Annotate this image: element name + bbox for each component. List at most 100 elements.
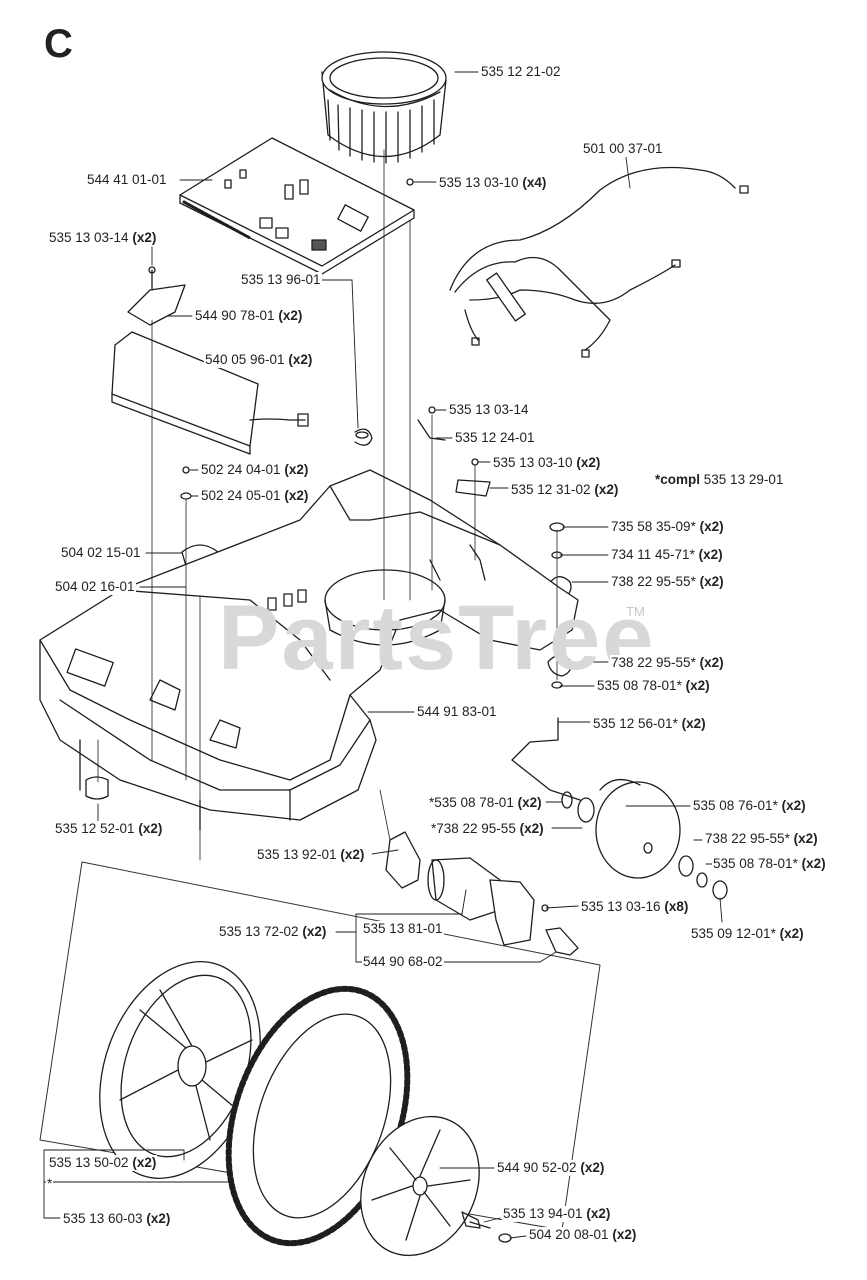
callout-part: 535 12 52-01 <box>55 821 135 836</box>
callout-part: 540 05 96-01 <box>205 352 285 367</box>
callout[interactable]: 535 13 03-10 (x4) <box>438 175 548 191</box>
callout-part: 502 24 05-01 <box>201 488 281 503</box>
callout-part: 535 12 24-01 <box>455 430 535 445</box>
callout[interactable]: 504 02 15-01 <box>60 545 142 561</box>
callout[interactable]: 738 22 95-55* (x2) <box>704 831 819 847</box>
callout[interactable]: 535 12 21-02 <box>480 64 562 80</box>
callout-part: 504 02 16-01 <box>55 579 135 594</box>
callout[interactable]: 535 13 03-10 (x2) <box>492 455 602 471</box>
callout[interactable]: 535 13 72-02 (x2) <box>218 924 328 940</box>
callout-part: 544 91 83-01 <box>417 704 497 719</box>
motor-assembly-part <box>385 831 579 956</box>
callout[interactable]: 535 13 50-02 (x2) <box>48 1155 158 1171</box>
callout[interactable]: 535 13 03-14 (x2) <box>48 230 158 246</box>
callout-part: 535 13 92-01 <box>257 847 337 862</box>
callout-qty: (x2) <box>594 482 619 497</box>
callout[interactable]: 544 90 78-01 (x2) <box>194 308 304 324</box>
callout-part: 738 22 95-55* <box>611 655 696 670</box>
callout-qty: (x2) <box>340 847 365 862</box>
callout-part: 535 09 12-01* <box>691 926 776 941</box>
callout-part: 535 13 03-14 <box>49 230 129 245</box>
callout[interactable]: 535 12 56-01* (x2) <box>592 716 707 732</box>
callout[interactable]: 502 24 05-01 (x2) <box>200 488 310 504</box>
callout-qty: (x2) <box>576 455 601 470</box>
callout-part: 535 12 21-02 <box>481 64 561 79</box>
callout-part: *738 22 95-55 <box>431 821 516 836</box>
callout[interactable]: 535 12 24-01 <box>454 430 536 446</box>
callout[interactable]: 501 00 37-01 <box>582 141 664 157</box>
callout-part: 535 13 96-01 <box>241 272 321 287</box>
callout-qty: (x2) <box>284 462 309 477</box>
callout[interactable]: 535 09 12-01* (x2) <box>690 926 805 942</box>
callout[interactable]: 544 41 01-01 <box>86 172 168 188</box>
callout-part: 535 13 03-14 <box>449 402 529 417</box>
callout[interactable]: 535 12 31-02 (x2) <box>510 482 620 498</box>
section-letter: C <box>44 22 73 66</box>
callout[interactable]: 535 13 81-01 <box>362 921 444 937</box>
callout-qty: (x2) <box>288 352 313 367</box>
callout-qty: (x2) <box>146 1211 171 1226</box>
callout[interactable]: *738 22 95-55 (x2) <box>430 821 545 837</box>
callout[interactable]: 544 90 68-02 <box>362 954 444 970</box>
callout-qty: (x4) <box>522 175 547 190</box>
callout-part: * <box>47 1176 53 1191</box>
callout-part: 738 22 95-55* <box>705 831 790 846</box>
callout-qty: (x2) <box>517 795 542 810</box>
callout[interactable]: 738 22 95-55* (x2) <box>610 574 725 590</box>
callout-part: 535 13 03-10 <box>493 455 573 470</box>
callout[interactable]: 535 08 78-01* (x2) <box>712 856 827 872</box>
callout-qty: (x2) <box>519 821 544 836</box>
callout[interactable]: 535 13 03-16 (x8) <box>580 899 690 915</box>
callout-qty: (x2) <box>284 488 309 503</box>
callout[interactable]: 734 11 45-71* (x2) <box>610 547 724 563</box>
callout-part: 535 08 76-01* <box>693 798 778 813</box>
callout-qty: (x2) <box>685 678 710 693</box>
callout[interactable]: 544 91 83-01 <box>416 704 498 720</box>
callout-part: 535 13 03-16 <box>581 899 661 914</box>
callout[interactable]: 504 02 16-01 <box>54 579 136 595</box>
rear-wheel-hub-part <box>99 961 261 1179</box>
callout-qty: (x2) <box>699 574 724 589</box>
callout[interactable]: 535 08 76-01* (x2) <box>692 798 807 814</box>
callout[interactable]: 544 90 52-02 (x2) <box>496 1160 606 1176</box>
callout-part: 535 13 72-02 <box>219 924 299 939</box>
callout[interactable]: 738 22 95-55* (x2) <box>610 655 725 671</box>
battery-pack-part <box>111 331 309 455</box>
callout-part: 502 24 04-01 <box>201 462 281 477</box>
callout-part: 738 22 95-55* <box>611 574 696 589</box>
callout[interactable]: 535 13 03-14 <box>448 402 530 418</box>
callout-part: 735 58 35-09* <box>611 519 696 534</box>
circuit-board-part <box>179 137 415 275</box>
callout[interactable]: 540 05 96-01 (x2) <box>204 352 314 368</box>
callout[interactable]: 535 13 96-01 <box>240 272 322 288</box>
callout-part: 544 41 01-01 <box>87 172 167 187</box>
callout[interactable]: 535 13 60-03 (x2) <box>62 1211 172 1227</box>
callout[interactable]: 735 58 35-09* (x2) <box>610 519 725 535</box>
callout-qty: (x2) <box>699 519 724 534</box>
compl-part: 535 13 29-01 <box>703 472 784 487</box>
callout[interactable]: 535 13 92-01 (x2) <box>256 847 366 863</box>
callout-part: 535 13 81-01 <box>363 921 443 936</box>
compl-note: *compl 535 13 29-01 <box>654 472 785 488</box>
hub-cap-part <box>360 1115 480 1257</box>
callout[interactable]: 502 24 04-01 (x2) <box>200 462 310 478</box>
callout-qty: (x2) <box>779 926 804 941</box>
callout-qty: (x2) <box>681 716 706 731</box>
callout-part: 504 20 08-01 <box>529 1227 609 1242</box>
callout[interactable]: 535 12 52-01 (x2) <box>54 821 164 837</box>
callout-part: 535 08 78-01* <box>713 856 798 871</box>
battery-clip-part <box>127 269 186 326</box>
leader-lines <box>43 71 723 1239</box>
callout[interactable]: *535 08 78-01 (x2) <box>428 795 543 811</box>
callout[interactable]: * <box>46 1176 54 1192</box>
callout-part: 535 08 78-01* <box>597 678 682 693</box>
callout[interactable]: 535 13 94-01 (x2) <box>502 1206 612 1222</box>
cylinder-housing-part <box>321 51 447 164</box>
callout[interactable]: 535 08 78-01* (x2) <box>596 678 711 694</box>
callout-qty: (x2) <box>793 831 818 846</box>
callout-qty: (x2) <box>586 1206 611 1221</box>
callout[interactable]: 504 20 08-01 (x2) <box>528 1227 638 1243</box>
callout-part: 535 12 31-02 <box>511 482 591 497</box>
callout-qty: (x2) <box>278 308 303 323</box>
